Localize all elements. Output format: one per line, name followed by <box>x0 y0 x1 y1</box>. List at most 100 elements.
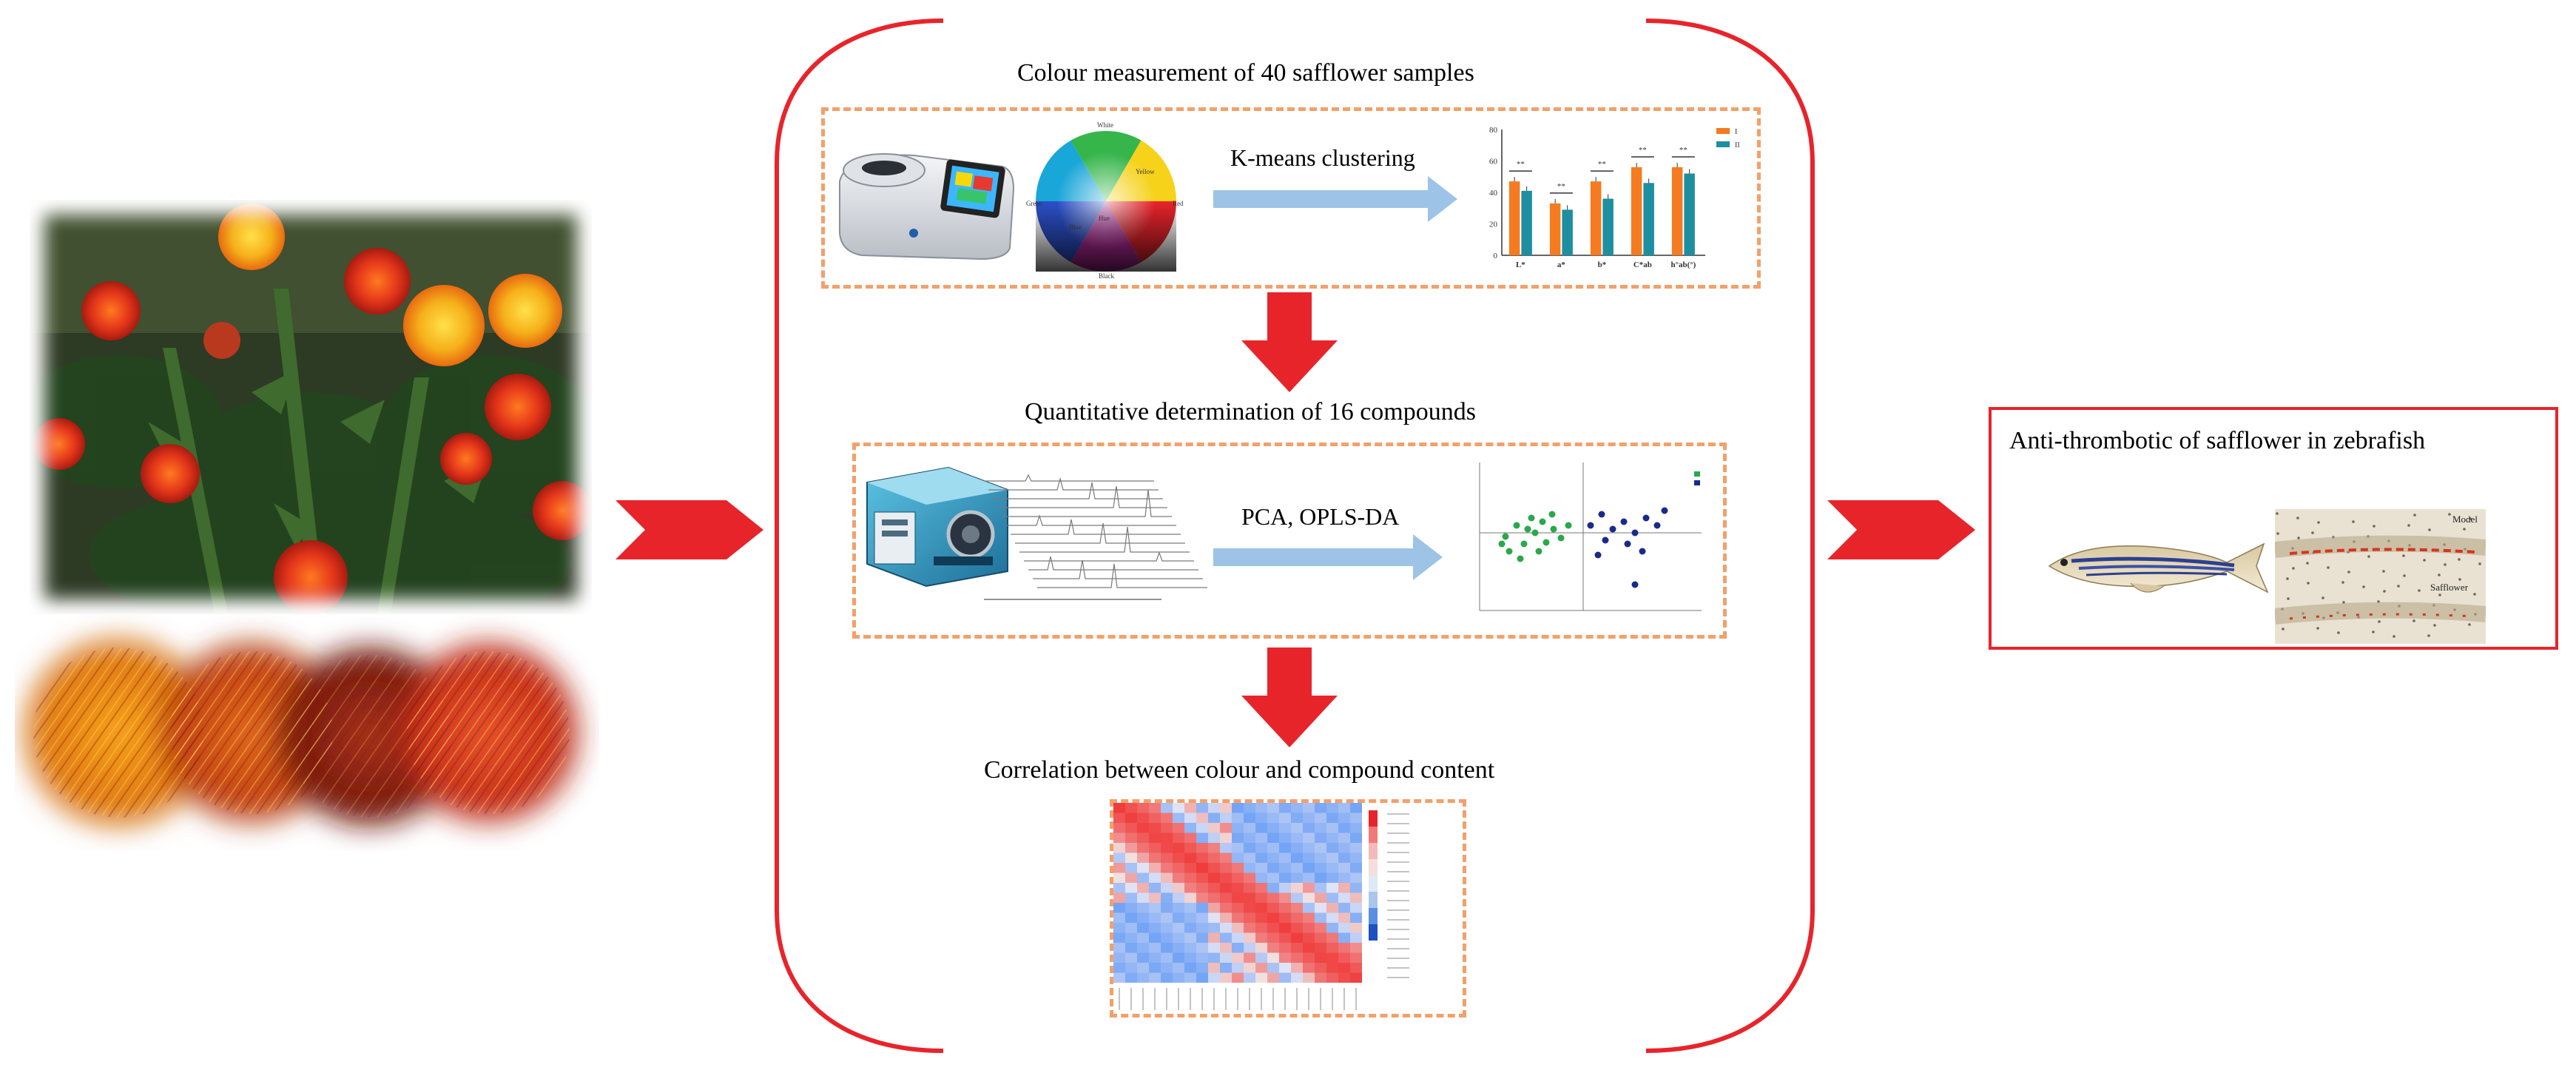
pca-point-group-ii <box>1631 581 1639 588</box>
bar-ii <box>1643 183 1654 255</box>
heatmap-cell <box>1208 923 1220 933</box>
heatmap-cell <box>1303 863 1315 873</box>
heatmap-cell <box>1137 843 1149 853</box>
heatmap-cell <box>1208 963 1220 973</box>
heatmap-cell <box>1338 932 1350 943</box>
heatmap-cell <box>1291 972 1303 983</box>
heatmap-cell <box>1244 852 1255 863</box>
heatmap-cell <box>1125 963 1137 973</box>
heatmap-cell <box>1113 832 1125 843</box>
heatmap-cell <box>1220 863 1232 873</box>
heatmap-cell <box>1338 903 1350 913</box>
heatmap-cell <box>1326 963 1338 973</box>
wheel-label-white: White <box>1097 121 1113 129</box>
chromatogram-trace <box>997 485 1167 508</box>
heatmap-cell <box>1255 872 1267 883</box>
heatmap-cell <box>1125 813 1137 823</box>
heatmap-cell <box>1279 803 1291 813</box>
heatmap-cell <box>1113 872 1125 883</box>
heatmap-cell <box>1184 883 1196 893</box>
heatmap-legend-swatch <box>1369 827 1378 843</box>
heatmap-cell <box>1267 903 1279 913</box>
pigment-dot <box>2448 513 2451 516</box>
stage2-title: Quantitative determination of 16 compoun… <box>1025 398 1476 426</box>
pca-point-group-ii <box>1620 518 1628 525</box>
heatmap-cell <box>1303 912 1315 923</box>
heatmap-cell <box>1315 832 1326 843</box>
chromatogram-trace <box>1002 489 1172 517</box>
pigment-dot <box>2372 630 2375 633</box>
heatmap-cell <box>1291 892 1303 903</box>
pigment-dot <box>2413 619 2415 622</box>
heatmap-cell <box>1220 823 1232 833</box>
color-space-wheel: White Yellow Red Black Green Blue Hue <box>1026 121 1184 280</box>
significance-label: ** <box>1517 160 1525 169</box>
heatmap-cell <box>1315 852 1326 863</box>
heatmap-cell <box>1291 923 1303 933</box>
heatmap-cell <box>1137 923 1149 933</box>
heatmap-cell <box>1232 843 1244 853</box>
bar-ii <box>1562 209 1573 255</box>
heatmap-cell <box>1173 903 1184 913</box>
heatmap-cell <box>1125 932 1137 943</box>
heatmap-cell <box>1350 952 1362 963</box>
heatmap-cell <box>1208 943 1220 953</box>
colorimeter-device <box>839 153 1015 260</box>
heatmap-cell <box>1184 923 1196 933</box>
heatmap-cell <box>1244 823 1255 833</box>
heatmap-cell <box>1208 932 1220 943</box>
heatmap-cell <box>1184 952 1196 963</box>
heatmap-cell <box>1255 843 1267 853</box>
stage1-title: Colour measurement of 40 safflower sampl… <box>1017 59 1474 87</box>
heatmap-cell <box>1161 823 1173 833</box>
heatmap-cell <box>1137 852 1149 863</box>
heatmap-cell <box>1291 852 1303 863</box>
heatmap-cell <box>1267 943 1279 953</box>
heatmap-cell <box>1184 832 1196 843</box>
heatmap-cell <box>1267 872 1279 883</box>
heatmap-cell <box>1208 852 1220 863</box>
heatmap-cell <box>1125 912 1137 923</box>
heatmap-cell <box>1255 892 1267 903</box>
heatmap-cell <box>1220 892 1232 903</box>
pigment-dot <box>2403 574 2406 577</box>
heatmap-cell <box>1244 863 1255 873</box>
heatmap-cell <box>1244 932 1255 943</box>
bar-ii <box>1684 173 1695 255</box>
significance-label: ** <box>1557 182 1565 191</box>
label-safflower: Safflower <box>2430 582 2469 593</box>
heatmap-cell <box>1208 872 1220 883</box>
heatmap-cell <box>1161 952 1173 963</box>
heatmap-cell <box>1291 943 1303 953</box>
heatmap-cell <box>1113 952 1125 963</box>
heatmap-cell <box>1303 832 1315 843</box>
chromatogram-trace <box>1011 519 1181 535</box>
heatmap-cell <box>1255 932 1267 943</box>
heatmap-cell <box>1232 932 1244 943</box>
pca-point-group-i <box>1524 525 1531 533</box>
heatmap-cell <box>1303 923 1315 933</box>
pigment-dot <box>2383 590 2386 593</box>
heatmap-cell <box>1125 823 1137 833</box>
heatmap-cell <box>1244 963 1255 973</box>
heatmap-cell <box>1279 912 1291 923</box>
heatmap-cell <box>1113 932 1125 943</box>
heatmap-cell <box>1244 952 1255 963</box>
heatmap-cell <box>1184 843 1196 853</box>
heatmap-cell <box>1196 843 1208 853</box>
heatmap-cell <box>1232 963 1244 973</box>
heatmap-cell <box>1326 823 1338 833</box>
heatmap-cell <box>1338 943 1350 953</box>
heatmap-cell <box>1149 852 1161 863</box>
significance-label: ** <box>1598 160 1606 169</box>
heatmap-cell <box>1255 903 1267 913</box>
heatmap-cell <box>1291 863 1303 873</box>
chevron-arrow-right <box>1827 500 1975 559</box>
heatmap-cell <box>1137 813 1149 823</box>
heatmap-cell <box>1220 972 1232 983</box>
heatmap-cell <box>1173 883 1184 893</box>
heatmap-cell <box>1303 852 1315 863</box>
heatmap-cell <box>1279 963 1291 973</box>
heatmap-cell <box>1125 883 1137 893</box>
heatmap-cell <box>1267 863 1279 873</box>
